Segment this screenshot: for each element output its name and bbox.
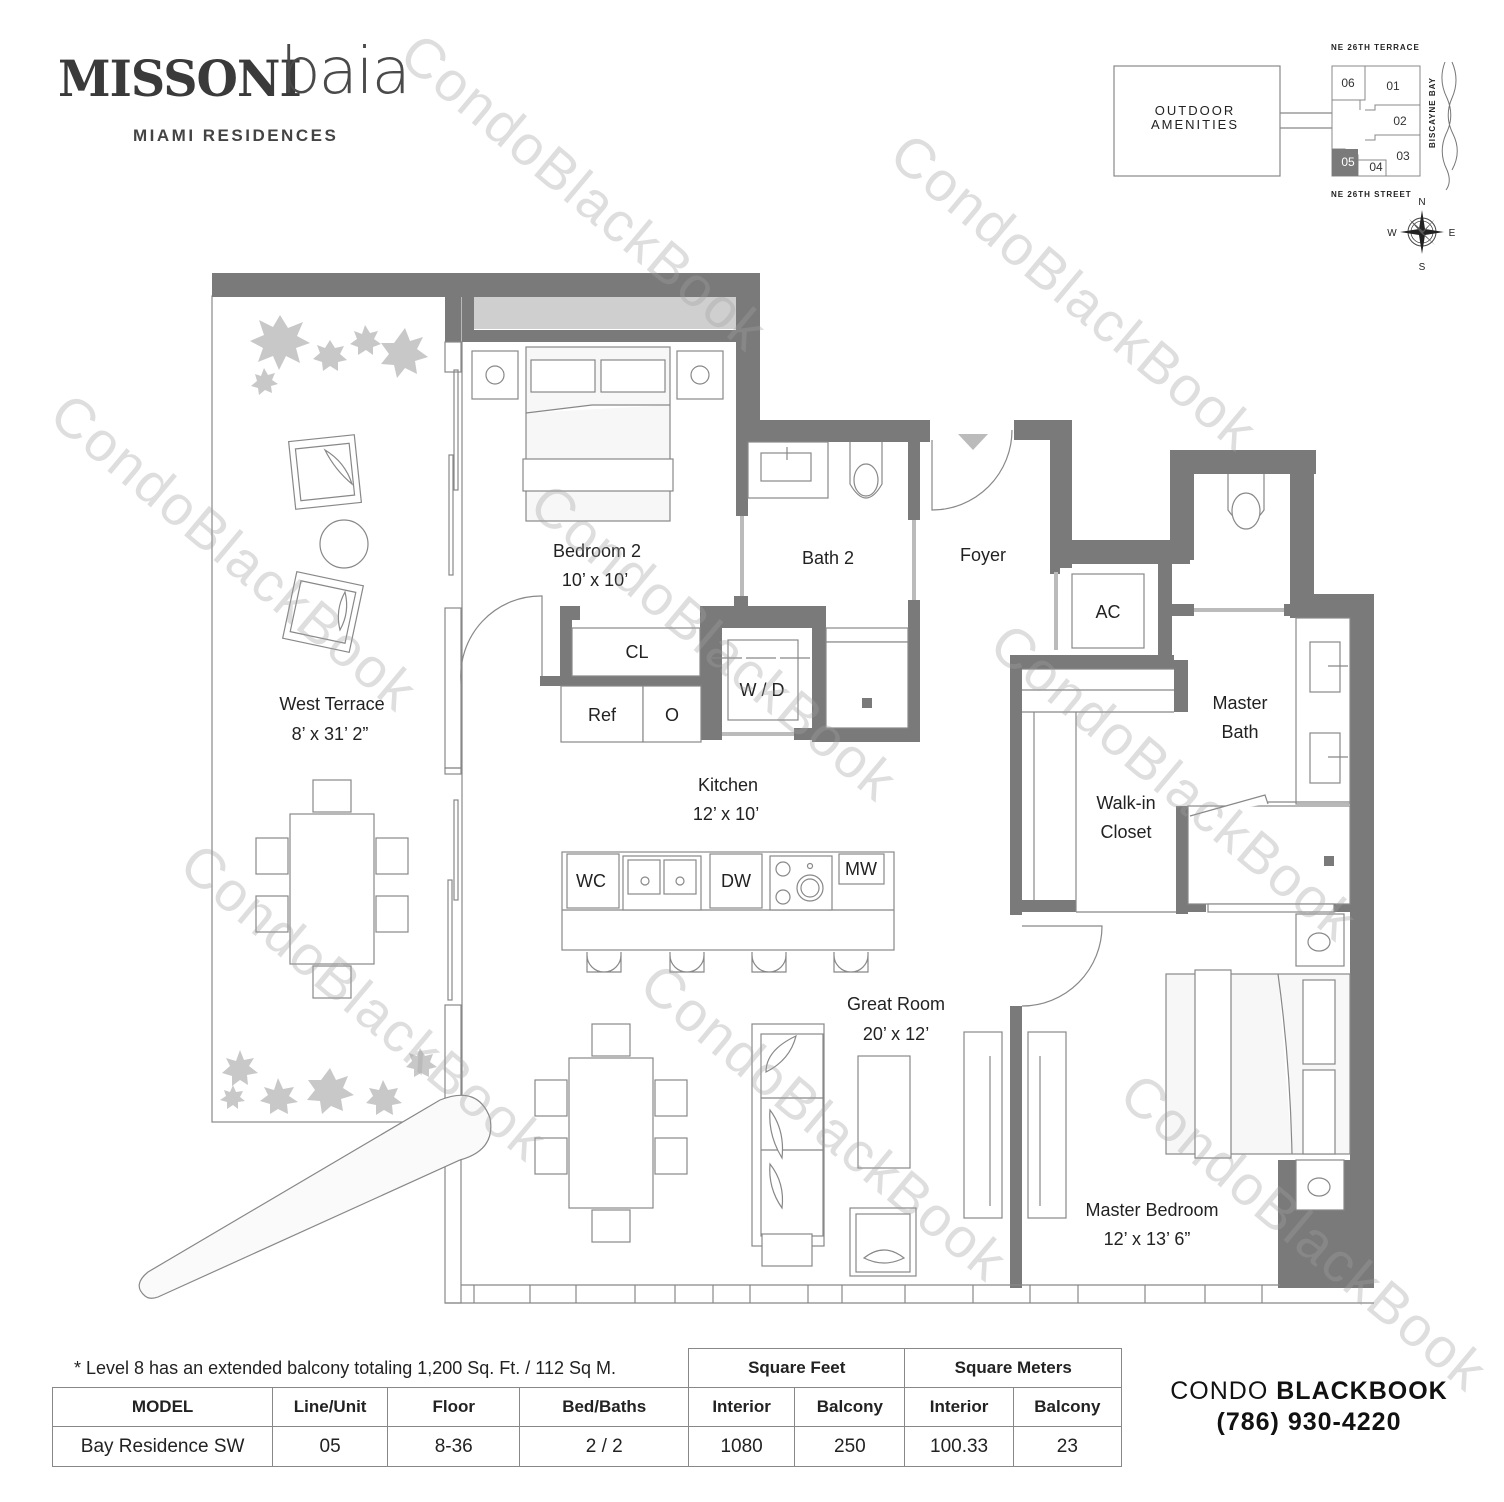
outdoor-amenities-block xyxy=(1113,65,1281,177)
ac-label: AC xyxy=(1095,602,1120,622)
bedroom2-dims: 10’ x 10’ xyxy=(562,570,628,590)
condo-blackbook-contact: CONDO BLACKBOOK (786) 930-4220 xyxy=(1146,1376,1472,1438)
cell-sm-interior: 100.33 xyxy=(904,1426,1014,1467)
logo-missoni: MISSONI xyxy=(58,49,302,108)
cell-sf-interior: 1080 xyxy=(687,1426,796,1467)
cell-bed-baths: 2 / 2 xyxy=(519,1426,689,1467)
cell-line-unit: 05 xyxy=(272,1426,388,1467)
balcony-footnote: * Level 8 has an extended balcony totali… xyxy=(74,1358,617,1378)
cell-sf-balcony: 250 xyxy=(794,1426,906,1467)
entry-door xyxy=(931,429,1013,511)
header-sf-interior: Interior xyxy=(687,1387,796,1427)
outdoor-amenities-label-1: OUTDOOR xyxy=(1155,103,1235,118)
bedroom2-label: Bedroom 2 xyxy=(553,541,641,561)
phone-number[interactable]: (786) 930-4220 xyxy=(1216,1408,1402,1436)
spec-table-area: Square Feet Square Meters Interior Balco… xyxy=(687,1348,1123,1467)
compass-icon: N S E W xyxy=(1387,197,1455,273)
master-bath-label-2: Bath xyxy=(1221,722,1258,742)
outdoor-amenities-label-2: AMENITIES xyxy=(1151,117,1239,132)
header-sm-interior: Interior xyxy=(904,1387,1014,1427)
walls xyxy=(212,273,1374,1288)
master-bedroom-furniture xyxy=(1165,913,1351,1211)
header-square-meters: Square Meters xyxy=(904,1348,1122,1388)
bath2-fixtures xyxy=(747,441,883,499)
unit-03: 03 xyxy=(1396,149,1410,163)
closet-label: CL xyxy=(625,642,648,662)
walk-in-closet-shelves xyxy=(1022,668,1176,913)
master-bath-label-1: Master xyxy=(1212,693,1267,713)
bedroom2-window-ledge xyxy=(474,297,736,329)
cell-floor: 8-36 xyxy=(386,1426,521,1467)
street-south-label: NE 26TH STREET xyxy=(1331,190,1412,199)
unit-02: 02 xyxy=(1393,114,1407,128)
brand-light: CONDO xyxy=(1170,1377,1269,1405)
unit-04: 04 xyxy=(1369,160,1383,174)
kitchen-label: Kitchen xyxy=(698,775,758,795)
kitchen-utility xyxy=(560,627,909,743)
master-bath-fixtures xyxy=(1187,474,1351,913)
master-bedroom-label: Master Bedroom xyxy=(1085,1200,1218,1220)
unit-05-fill xyxy=(1332,149,1358,176)
floor-plan: OUTDOOR AMENITIES NE 26TH TERRACE NE 26T… xyxy=(138,43,1458,1304)
west-terrace: West Terrace 8’ x 31’ 2” xyxy=(211,295,463,1123)
lounge-chairs xyxy=(281,434,369,654)
unit-01: 01 xyxy=(1386,79,1400,93)
street-north-label: NE 26TH TERRACE xyxy=(1331,43,1420,52)
spec-table-left: MODEL Line/Unit Floor Bed/Baths Bay Resi… xyxy=(51,1387,689,1467)
key-plan: OUTDOOR AMENITIES NE 26TH TERRACE NE 26T… xyxy=(1113,43,1458,273)
bath2-shower-valve-icon xyxy=(862,698,872,708)
biscayne-bay-label: BISCAYNE BAY xyxy=(1428,77,1437,148)
bath2-label: Bath 2 xyxy=(802,548,854,568)
header-model: MODEL xyxy=(51,1387,274,1427)
compass-s: S xyxy=(1419,262,1426,273)
header-sm-balcony: Balcony xyxy=(1012,1387,1123,1427)
compass-n: N xyxy=(1418,197,1425,208)
glass-partitions xyxy=(722,516,1284,736)
header-square-feet: Square Feet xyxy=(687,1348,906,1388)
header-line-unit: Line/Unit xyxy=(272,1387,388,1427)
compass-w: W xyxy=(1387,228,1397,239)
terrace-dining-table xyxy=(255,779,409,999)
logo-subtitle: MIAMI RESIDENCES xyxy=(133,126,339,145)
west-terrace-dims: 8’ x 31’ 2” xyxy=(292,724,369,744)
master-bedroom-dims: 12’ x 13’ 6” xyxy=(1104,1229,1191,1249)
bedroom2-door xyxy=(460,595,543,684)
dishwasher-label: DW xyxy=(721,871,751,891)
foyer-label: Foyer xyxy=(960,545,1006,565)
cell-model: Bay Residence SW xyxy=(51,1426,274,1467)
planter-icons xyxy=(220,315,437,1115)
header-floor: Floor xyxy=(386,1387,521,1427)
ref-label: Ref xyxy=(588,705,617,725)
oven-label: O xyxy=(665,705,679,725)
walk-in-closet-label-2: Closet xyxy=(1100,822,1151,842)
kitchen-island xyxy=(561,851,895,973)
unit-06: 06 xyxy=(1341,76,1355,90)
wine-cooler-label: WC xyxy=(576,871,606,891)
cell-sm-balcony: 23 xyxy=(1012,1426,1123,1467)
washer-dryer-label: W / D xyxy=(740,680,785,700)
walk-in-closet-label-1: Walk-in xyxy=(1096,793,1155,813)
header-bed-baths: Bed/Baths xyxy=(519,1387,689,1427)
shower-valve-icon xyxy=(1324,856,1334,866)
compass-e: E xyxy=(1449,228,1456,239)
west-terrace-label: West Terrace xyxy=(279,694,384,714)
bottom-window-wall xyxy=(445,1284,1374,1304)
bedroom2-furniture xyxy=(471,346,724,522)
header-sf-balcony: Balcony xyxy=(794,1387,906,1427)
master-bedroom-door xyxy=(1021,925,1103,1007)
brand-bold: BLACKBOOK xyxy=(1276,1377,1448,1405)
great-room-dims: 20’ x 12’ xyxy=(863,1024,929,1044)
entry-arrow-icon xyxy=(958,434,988,450)
kitchen-dims: 12’ x 10’ xyxy=(693,804,759,824)
ac-unit xyxy=(1071,573,1145,649)
great-room-label: Great Room xyxy=(847,994,945,1014)
great-room-furniture xyxy=(534,1023,1067,1277)
curved-balcony xyxy=(138,1094,492,1299)
unit-05: 05 xyxy=(1341,155,1355,169)
microwave-label: MW xyxy=(845,859,877,879)
logo-baia: baia xyxy=(280,35,411,109)
